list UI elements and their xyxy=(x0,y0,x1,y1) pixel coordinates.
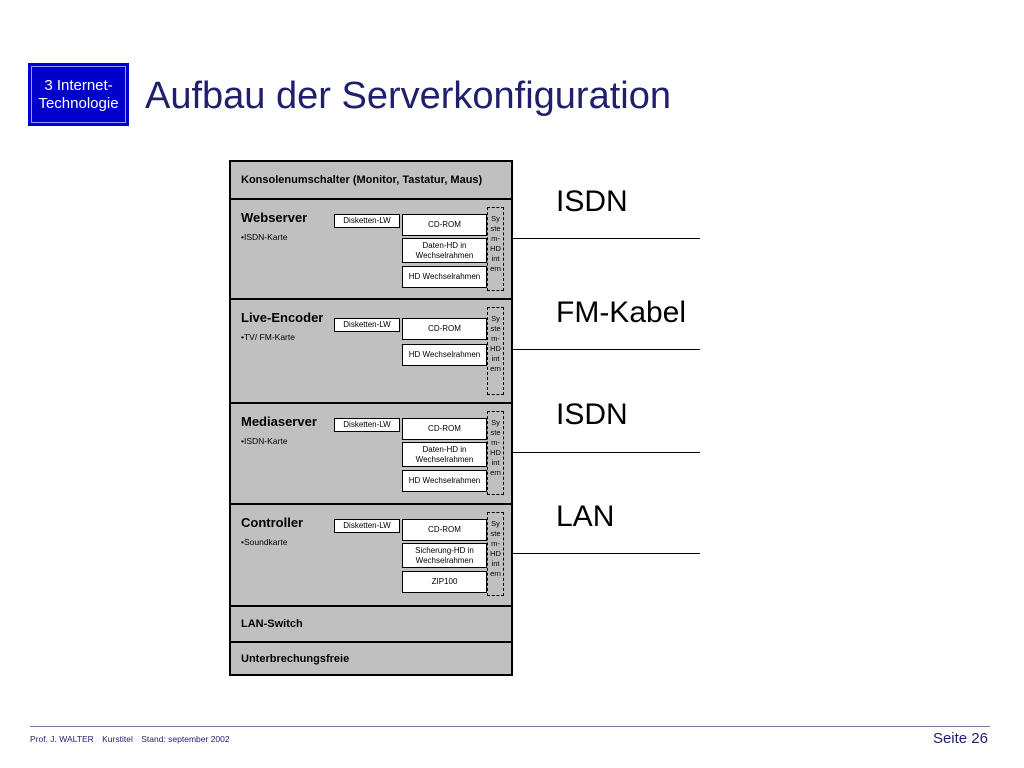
console-switch: Konsolenumschalter (Monitor, Tastatur, M… xyxy=(231,162,511,200)
hd-bay: HD Wechselrahmen xyxy=(402,344,487,366)
server-unit-mediaserver: Mediaserver •ISDN-Karte Disketten-LW CD-… xyxy=(231,404,511,505)
connection-line xyxy=(513,349,700,350)
footer-divider xyxy=(30,726,990,727)
ups-label: Unterbrechungsfreie xyxy=(241,652,350,665)
server-card: •Soundkarte xyxy=(241,537,288,547)
ups-unit: Unterbrechungsfreie xyxy=(231,643,511,674)
footer-info: Prof. J. WALTER Kurstitel Stand: septemb… xyxy=(30,734,236,744)
server-name: Mediaserver xyxy=(241,414,317,429)
cdrom-drive: CD-ROM xyxy=(402,519,487,541)
cdrom-drive: CD-ROM xyxy=(402,418,487,440)
page-number: Seite 26 xyxy=(932,730,988,747)
system-disk-internal: Sy ste m-HD int ern xyxy=(487,411,504,495)
server-card: •TV/ FM-Karte xyxy=(241,332,295,342)
system-disk-internal: Sy ste m-HD int ern xyxy=(487,512,504,596)
connection-label-isdn-webserver: ISDN xyxy=(556,185,628,218)
server-rack: Konsolenumschalter (Monitor, Tastatur, M… xyxy=(229,160,513,676)
footer-course: Kurstitel xyxy=(102,734,133,744)
floppy-drive: Disketten-LW xyxy=(334,418,400,432)
system-disk-internal: Sy ste m-HD int ern xyxy=(487,307,504,395)
zip-drive: ZIP100 xyxy=(402,571,487,593)
backup-disk-bay: Sicherung-HD in Wechselrahmen xyxy=(402,543,487,568)
footer-date: Stand: september 2002 xyxy=(141,734,230,744)
badge-line-2: Technologie xyxy=(38,94,119,112)
slide-title: Aufbau der Serverkonfiguration xyxy=(145,75,671,117)
connection-line xyxy=(513,238,700,239)
cdrom-drive: CD-ROM xyxy=(402,214,487,236)
connection-label-lan: LAN xyxy=(556,500,615,533)
connection-line xyxy=(513,452,700,453)
lan-switch: LAN-Switch xyxy=(231,607,511,643)
console-switch-label: Konsolenumschalter (Monitor, Tastatur, M… xyxy=(241,174,483,186)
cdrom-drive: CD-ROM xyxy=(402,318,487,340)
server-unit-webserver: Webserver •ISDN-Karte Disketten-LW CD-RO… xyxy=(231,200,511,300)
floppy-drive: Disketten-LW xyxy=(334,318,400,332)
floppy-drive: Disketten-LW xyxy=(334,214,400,228)
lan-switch-label: LAN-Switch xyxy=(241,618,303,630)
connection-line xyxy=(513,553,700,554)
connection-label-fm-cable: FM-Kabel xyxy=(556,296,687,329)
data-disk-bay: Daten-HD in Wechselrahmen xyxy=(402,442,487,467)
section-badge: 3 Internet- Technologie xyxy=(28,63,129,126)
badge-line-1: 3 Internet- xyxy=(44,76,113,94)
server-unit-live-encoder: Live-Encoder •TV/ FM-Karte Disketten-LW … xyxy=(231,300,511,404)
hd-bay: HD Wechselrahmen xyxy=(402,266,487,288)
footer-author: Prof. J. WALTER xyxy=(30,734,94,744)
server-name: Controller xyxy=(241,515,304,530)
floppy-drive: Disketten-LW xyxy=(334,519,400,533)
system-disk-internal: Sy ste m-HD int ern xyxy=(487,207,504,291)
server-card: •ISDN-Karte xyxy=(241,232,288,242)
server-unit-controller: Controller •Soundkarte Disketten-LW CD-R… xyxy=(231,505,511,607)
data-disk-bay: Daten-HD in Wechselrahmen xyxy=(402,238,487,263)
connection-label-isdn-mediaserver: ISDN xyxy=(556,398,628,431)
hd-bay: HD Wechselrahmen xyxy=(402,470,487,492)
server-name: Live-Encoder xyxy=(241,310,324,325)
server-card: •ISDN-Karte xyxy=(241,436,288,446)
server-name: Webserver xyxy=(241,210,308,225)
